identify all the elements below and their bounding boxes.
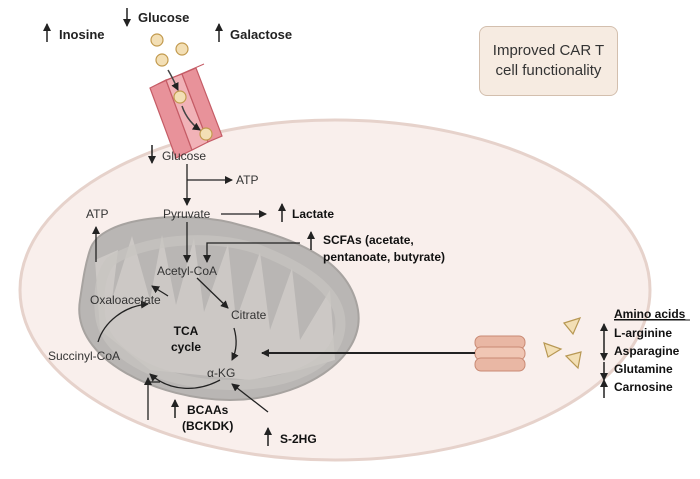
pathway-arrows xyxy=(92,164,475,420)
s2hg-label: S-2HG xyxy=(280,432,317,446)
glucose-extracellular-label: Glucose xyxy=(138,10,189,25)
bcaas-label-line2: (BCKDK) xyxy=(182,419,233,433)
bcaas-label-line1: BCAAs xyxy=(187,403,229,417)
scfas-label-line2: pentanoate, butyrate) xyxy=(323,250,445,264)
galactose-label: Galactose xyxy=(230,27,292,42)
mitochondrion xyxy=(78,216,360,402)
lactate-label: Lactate xyxy=(292,207,334,221)
amino-acid-transporter xyxy=(474,335,526,372)
oxaloacetate-label: Oxaloacetate xyxy=(90,293,161,307)
amino-acids-title: Amino acids xyxy=(614,307,686,321)
indicator-arrows xyxy=(43,8,608,446)
pyruvate-label: Pyruvate xyxy=(163,207,211,221)
tca-cycle-line2: cycle xyxy=(171,340,201,354)
amino-acid-item: Glutamine xyxy=(614,362,673,376)
succinyl-coa-label: Succinyl-CoA xyxy=(48,349,120,363)
acetyl-coa-label: Acetyl-CoA xyxy=(157,264,217,278)
atp-glycolysis-label: ATP xyxy=(236,173,258,187)
glucose-intracellular-label: Glucose xyxy=(162,149,206,163)
amino-acid-item: L-arginine xyxy=(614,326,672,340)
amino-acid-item: Asparagine xyxy=(614,344,680,358)
atp-mito-label: ATP xyxy=(86,207,108,221)
car-t-functionality-callout: Improved CAR T cell functionality xyxy=(479,26,618,96)
inosine-label: Inosine xyxy=(59,27,105,42)
amino-acid-molecules xyxy=(543,317,582,370)
callout-text: Improved CAR T cell functionality xyxy=(492,42,605,79)
tca-cycle-line1: TCA xyxy=(174,324,199,338)
scfas-label-line1: SCFAs (acetate, xyxy=(323,233,414,247)
amino-acid-item: Carnosine xyxy=(614,380,673,394)
glucose-molecules xyxy=(150,33,213,141)
akg-label: α-KG xyxy=(207,366,235,380)
citrate-label: Citrate xyxy=(231,308,267,322)
